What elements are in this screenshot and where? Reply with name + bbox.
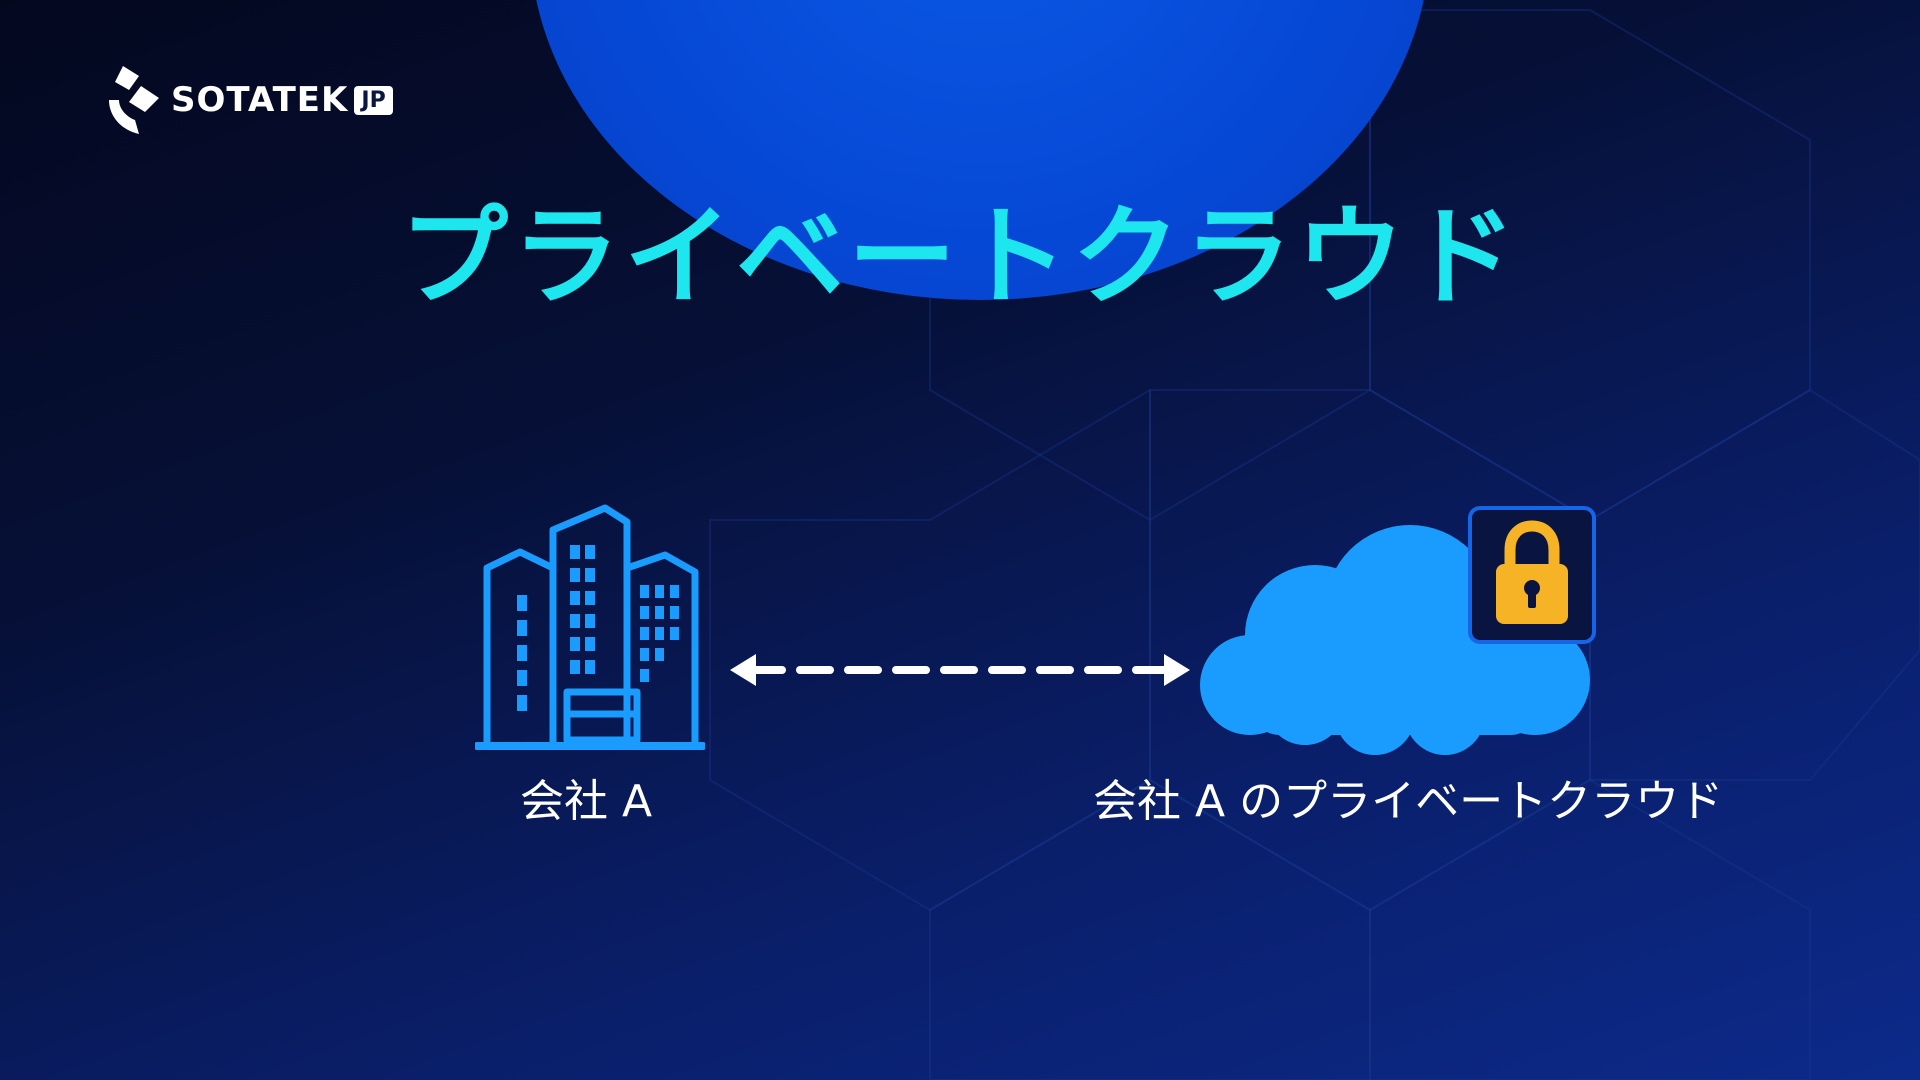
cloud-icon: [1200, 525, 1590, 755]
logo-wordmark: SOTATEK: [171, 80, 349, 120]
logo-mark-icon: [109, 66, 159, 134]
company-a-label: 会社 A: [520, 776, 653, 827]
sotatek-logo: SOTATEK JP: [105, 60, 393, 140]
bidirectional-arrow-icon: [730, 654, 1190, 686]
page-title: プライベートクラウド: [399, 195, 1520, 320]
logo-badge: JP: [354, 85, 393, 115]
private-cloud-label: 会社 A のプライベートクラウド: [1093, 776, 1724, 827]
office-building-icon: [475, 504, 705, 750]
padlock-icon: [1496, 520, 1568, 624]
lock-badge: [1468, 506, 1596, 644]
